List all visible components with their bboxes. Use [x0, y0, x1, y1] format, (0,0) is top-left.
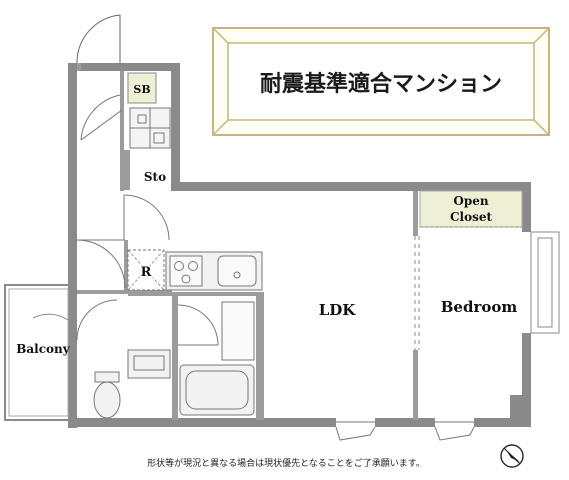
kitchen-counter: [165, 251, 263, 291]
room-label-balcony: Balcony: [16, 342, 71, 356]
refrigerator-label: R: [141, 265, 152, 280]
banner-title: 耐震基準適合マンション: [260, 71, 502, 97]
sliding-partition: [414, 236, 420, 350]
footer-note: 形状等が現況と異なる場合は現状優先となることをご了承願います。: [147, 457, 425, 469]
room-label-sb: SB: [133, 83, 150, 96]
balcony: Balcony: [4, 284, 71, 421]
open-closet: Open Closet: [419, 190, 523, 228]
exterior-walls: [68, 63, 531, 428]
room-sto: Sto: [144, 170, 166, 184]
corridor-doors: [76, 194, 170, 289]
room-label-bedroom: Bedroom: [441, 298, 518, 316]
bottom-openings: [335, 421, 475, 441]
refrigerator: R: [127, 249, 165, 291]
toilet-room: [76, 299, 171, 419]
room-label-open-closet-2: Closet: [450, 210, 493, 224]
room-label-sto: Sto: [144, 170, 166, 184]
banner: 耐震基準適合マンション: [212, 27, 550, 136]
room-label-ldk: LDK: [319, 301, 357, 319]
washroom-door: [80, 94, 123, 141]
room-sb: SB: [127, 72, 157, 104]
bathroom: [177, 301, 255, 416]
entrance-door: [76, 14, 121, 64]
interior-walls: [77, 63, 418, 420]
room-label-open-closet-1: Open: [453, 194, 488, 208]
north-arrow-icon: [500, 444, 524, 468]
washroom-fixtures: [129, 107, 171, 149]
bedroom-window: [530, 231, 560, 334]
